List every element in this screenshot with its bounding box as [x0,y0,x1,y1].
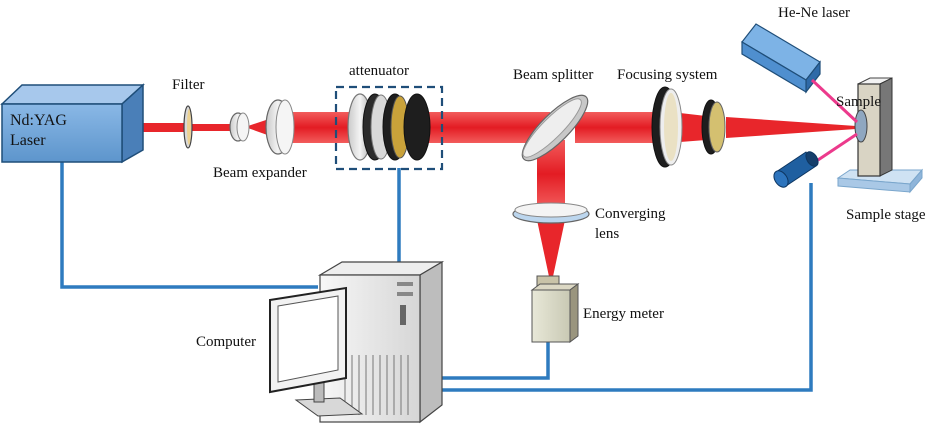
sample-stage [836,77,924,194]
energy-meter-label: Energy meter [583,306,664,322]
energy-meter [530,275,580,343]
converging-lens [512,202,590,224]
nd-yag-laser [0,83,145,164]
focusing-system [651,86,726,168]
beam-expander [229,99,295,155]
cables [60,162,813,392]
computer-label: Computer [196,334,256,350]
filter [183,105,193,149]
computer [269,260,445,424]
attenuator [334,85,444,171]
cable-sample-stage-to-computer [440,183,813,392]
beam-expander-label: Beam expander [213,165,307,181]
cable-laser-to-computer [60,162,318,289]
he-ne-laser-label: He-Ne laser [778,5,851,21]
cable-energy-meter-to-computer [440,340,550,380]
probe-beams [810,78,859,162]
sample-stage-label: Sample stage [846,207,926,223]
converging-lens-label-line1: Converging [595,206,666,222]
he-ne-laser [741,23,821,94]
filter-label: Filter [172,77,205,93]
beam-splitter-label: Beam splitter [513,67,594,83]
converging-lens-label-line2: lens [595,226,620,242]
sample-label: Sample [836,94,881,110]
attenuator-label: attenuator [349,63,409,79]
detector [773,151,819,188]
focusing-system-label: Focusing system [617,67,718,83]
laser-label-line2: Laser [10,132,46,149]
laser-label-line1: Nd:YAG [10,112,67,129]
beam-splitter [521,94,589,162]
